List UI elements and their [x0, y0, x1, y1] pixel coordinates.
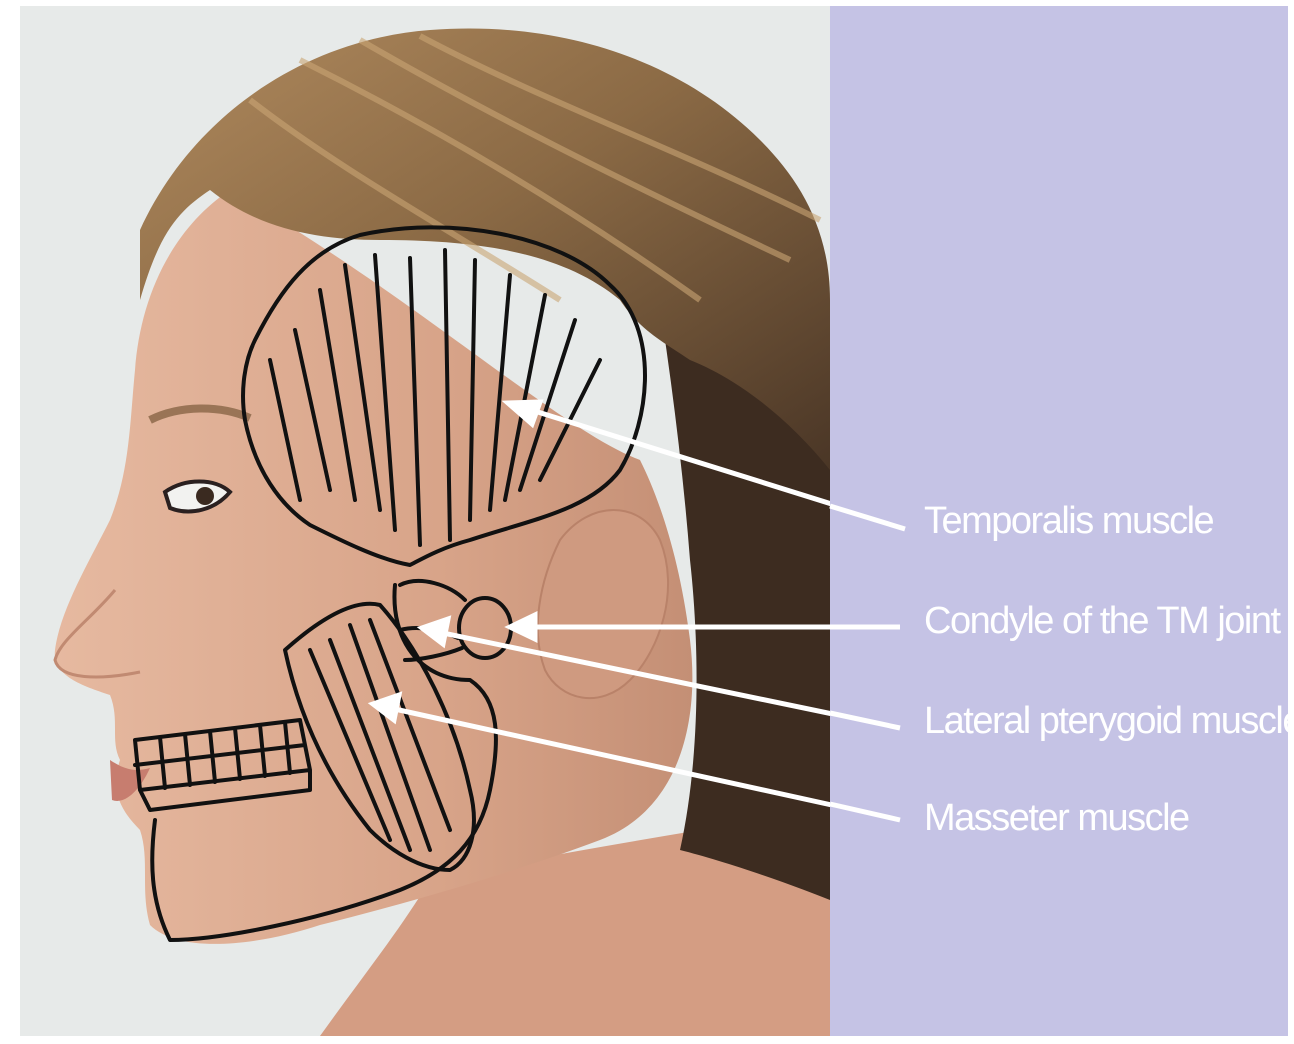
iris — [196, 487, 214, 505]
masseter-label: Masseter muscle — [924, 797, 1189, 840]
lateral-pterygoid-label: Lateral pterygoid muscle — [924, 700, 1294, 743]
temporalis-label: Temporalis muscle — [924, 500, 1213, 543]
profile-photo — [20, 6, 830, 1036]
condyle-label: Condyle of the TM joint — [924, 600, 1280, 643]
